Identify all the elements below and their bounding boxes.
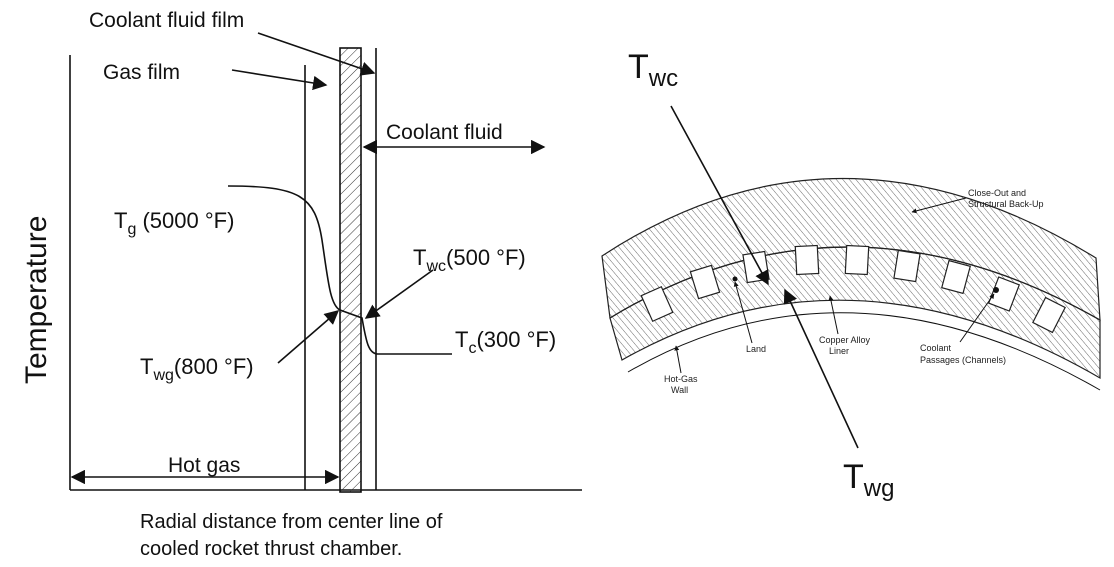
- tg-label: Tg (5000 °F): [114, 208, 234, 238]
- temperature-curve: [227, 185, 452, 355]
- copper-alloy-arrow: [828, 295, 839, 335]
- twg-big-label: Twg: [843, 458, 894, 502]
- twc-arrow: [364, 269, 434, 319]
- hot-gas-label: Hot gas: [168, 454, 240, 477]
- coolant-channel: [640, 285, 674, 323]
- close-out-arrow: [911, 197, 967, 214]
- close-out-label-line2: Structural Back-Up: [968, 199, 1044, 209]
- coolant-passage-dot: [993, 287, 999, 293]
- temperature-profile-diagram: Coolant fluid film Gas film Coolant flui…: [20, 9, 582, 560]
- twc-label: Twc(500 °F): [413, 245, 526, 275]
- chamber-wall: [339, 47, 362, 493]
- coolant-passages-label-line2: Passages (Channels): [920, 355, 1006, 365]
- coolant-passages-arrow: [959, 293, 995, 343]
- coolant-channel: [689, 264, 721, 300]
- coolant-channel: [844, 244, 870, 276]
- land-dot: [732, 276, 738, 282]
- coolant-passages-label-line1: Coolant: [920, 343, 952, 353]
- copper-alloy-label-line1: Copper Alloy: [819, 335, 871, 345]
- gas-film-label: Gas film: [103, 61, 180, 84]
- coolant-fluid-film-label: Coolant fluid film: [89, 9, 244, 32]
- coolant-channels: [640, 244, 1066, 334]
- twg-arrow: [277, 310, 340, 364]
- hot-gas-wall-arrow: [674, 345, 682, 374]
- x-axis-caption-line1: Radial distance from center line of: [140, 511, 443, 533]
- temperature-axis-label: Temperature: [20, 216, 53, 384]
- coolant-fluid-label: Coolant fluid: [386, 121, 503, 144]
- twc-big-label: Twc: [628, 48, 678, 92]
- x-axis-caption-line2: cooled rocket thrust chamber.: [140, 538, 402, 560]
- coolant-channel: [794, 244, 820, 276]
- twg-label: Twg(800 °F): [140, 354, 254, 384]
- land-label: Land: [746, 344, 766, 354]
- thrust-chamber-cross-section: Close-Out and Structural Back-Up Land Co…: [601, 48, 1101, 502]
- twc-pointer-arrow: [670, 105, 769, 286]
- hot-gas-wall-label-line2: Wall: [671, 385, 688, 395]
- twg-pointer-arrow: [783, 288, 859, 449]
- coolant-fluid-film-arrow: [257, 32, 376, 76]
- land-arrow: [733, 281, 753, 344]
- hot-gas-wall-label-line1: Hot-Gas: [664, 374, 698, 384]
- coolant-channel: [893, 249, 921, 283]
- coolant-channel: [1032, 296, 1066, 334]
- gas-film-arrow: [231, 69, 328, 91]
- copper-alloy-label-line2: Liner: [829, 346, 849, 356]
- coolant-channel: [941, 259, 971, 295]
- close-out-label-line1: Close-Out and: [968, 188, 1026, 198]
- tc-label: Tc(300 °F): [455, 327, 556, 357]
- hot-gas-wall-line: [627, 312, 1101, 391]
